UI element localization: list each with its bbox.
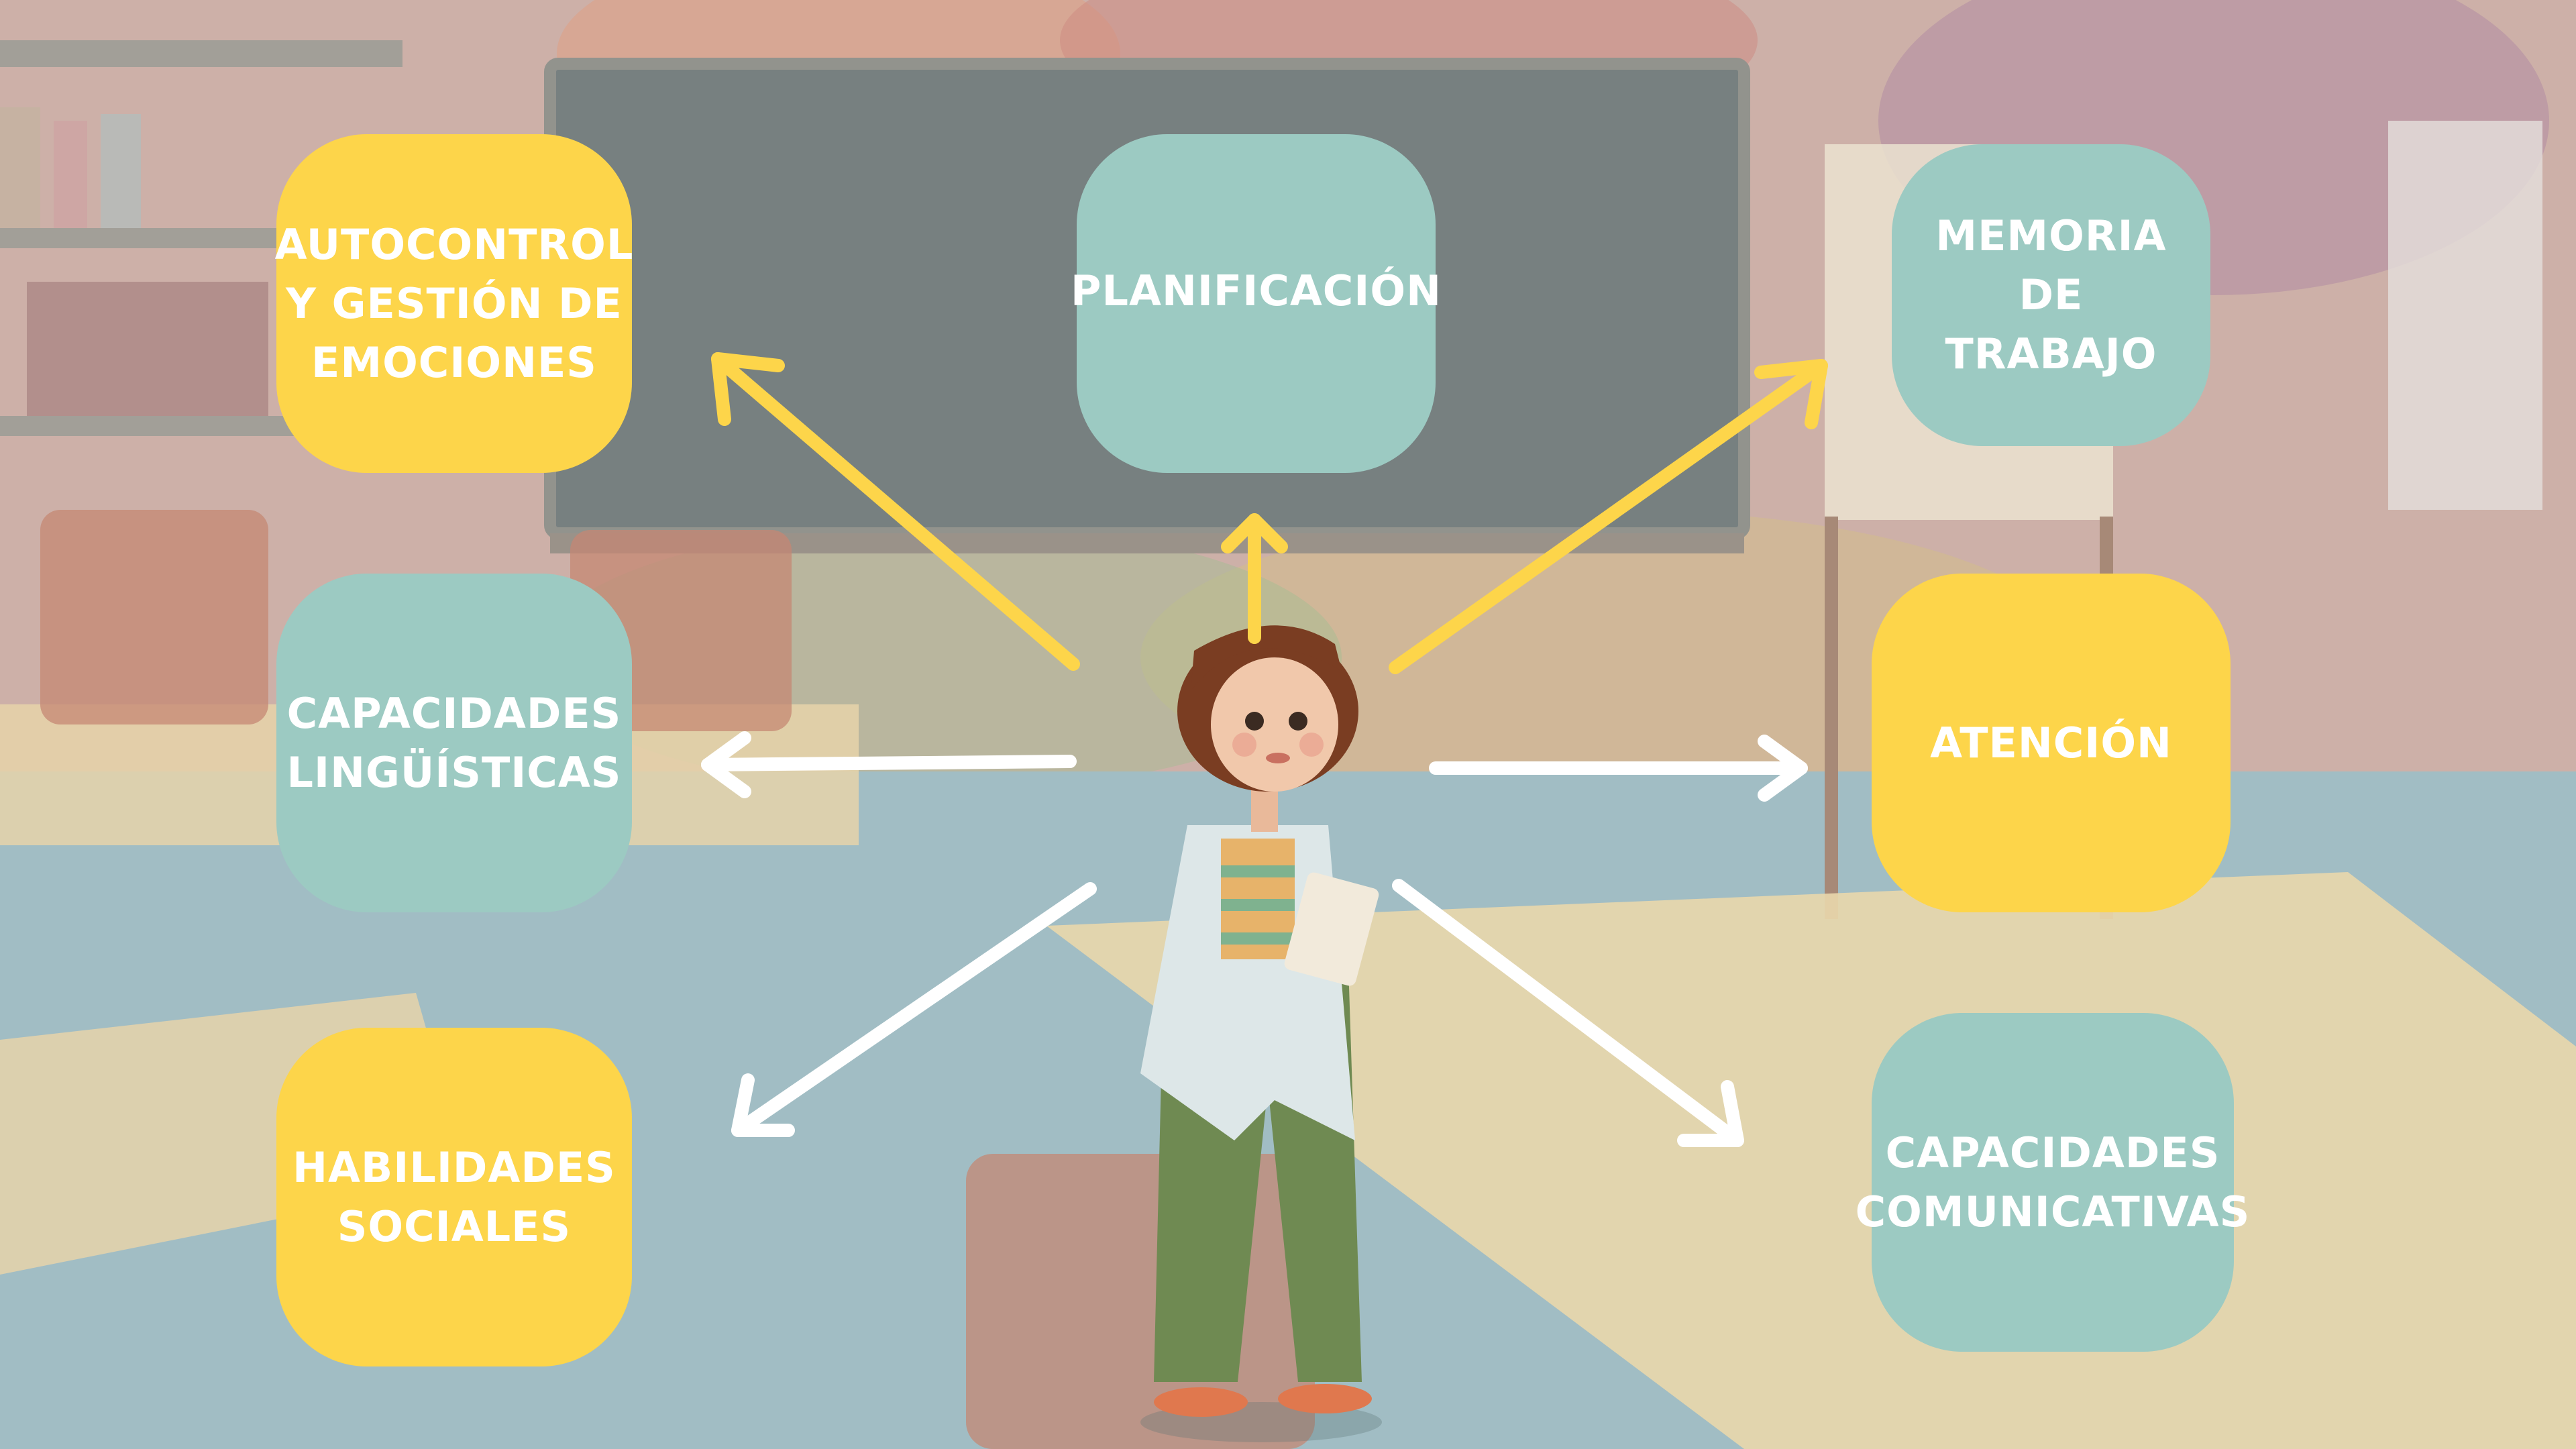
arrow-to-comunicativas <box>1392 879 1744 1147</box>
arrow-to-linguisticas <box>701 731 1077 798</box>
node-memoria-de-trabajo: MEMORIA DE TRABAJO <box>1892 144 2210 446</box>
node-capacidades-comunicativas: CAPACIDADES COMUNICATIVAS <box>1856 1013 2249 1352</box>
arrow-to-planificacion <box>1221 513 1288 644</box>
arrow-to-memoria <box>1389 359 1828 674</box>
arrow-to-autocontrol <box>711 352 1080 671</box>
arrow-to-atencion <box>1429 735 1808 802</box>
node-planificacion: PLANIFICACIÓN <box>1071 134 1441 473</box>
node-atencion: ATENCIÓN <box>1872 574 2231 912</box>
arrow-to-sociales <box>731 882 1097 1137</box>
node-autocontrol: AUTOCONTROL Y GESTIÓN DE EMOCIONES <box>275 134 633 473</box>
node-capacidades-linguisticas: CAPACIDADES LINGÜÍSTICAS <box>276 574 632 912</box>
node-habilidades-sociales: HABILIDADES SOCIALES <box>276 1028 632 1366</box>
girl-illustration <box>1140 625 1382 1442</box>
